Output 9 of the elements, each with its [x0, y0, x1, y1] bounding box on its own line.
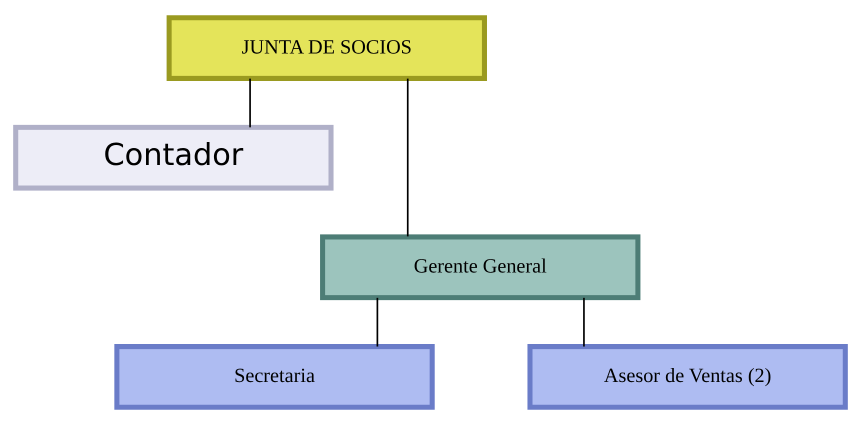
- node-box: Gerente General: [320, 234, 640, 300]
- connector: [406, 78, 409, 236]
- connector: [376, 298, 378, 347]
- connector: [249, 78, 251, 128]
- connector: [583, 298, 585, 347]
- node-box: JUNTA DE SOCIOS: [166, 15, 487, 81]
- node-box: Contador: [13, 124, 334, 191]
- node-box: Secretaria: [114, 344, 435, 410]
- node-box: Asesor de Ventas (2): [527, 344, 848, 410]
